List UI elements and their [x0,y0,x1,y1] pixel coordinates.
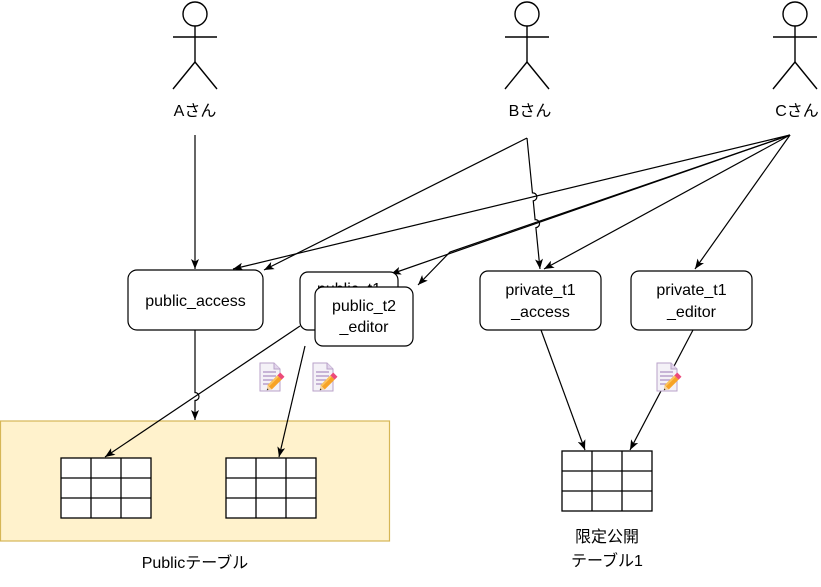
role-label-private-t1-editor-line1: private_t1 [656,282,726,299]
edit-document-icon [259,362,286,392]
actor-b-figure [504,1,550,90]
arrow-b-to-private-t1-access [526,137,543,270]
arrow-public-access-to-public-area [191,330,200,420]
role-box-public-access: public_access [127,269,264,331]
arrow-private-t1-access-to-private-table [540,329,586,451]
public-area-label: Publicテーブル [142,553,249,572]
actor-b-label: Bさん [509,102,552,120]
arrow-public-t2-editor-to-table-2 [277,345,306,458]
role-box-private-t1-access: private_t1 _access [479,270,602,331]
role-box-public-t2-editor: public_t2 _editor [314,286,414,347]
public-table-2 [225,457,317,519]
public-table-1 [60,457,152,519]
edit-document-icon [312,362,339,392]
private-table-1 [561,450,653,512]
role-label-private-t1-access-line2: _access [510,304,570,321]
actor-c-label: Cさん [775,102,819,120]
arrow-c-to-private-t1-editor [694,134,791,270]
arrow-c-to-public-t2-editor [417,134,791,286]
role-label-public-access: public_access [145,293,246,310]
arrow-b-to-public-access [263,137,528,271]
private-table-label-line2: テーブル1 [571,551,643,570]
arrow-c-to-public-access [232,134,791,271]
role-label-public-t2-editor-line1: public_t2 [332,298,396,315]
role-label-public-t2-editor-line2: _editor [339,319,390,336]
private-table-label-line1: 限定公開 [575,528,639,546]
edit-document-icon [656,362,683,392]
role-label-private-t1-editor-line2: _editor [666,304,717,321]
role-label-private-t1-access-line1: private_t1 [505,282,575,299]
public-tables-area [0,420,391,542]
actor-c-figure [772,1,818,90]
actor-a-figure [172,1,218,90]
arrow-public-t1-editor-to-table-1 [104,325,301,458]
arrow-c-to-private-t1-access [543,134,791,270]
actor-a-label: Aさん [174,102,217,120]
role-box-private-t1-editor: private_t1 _editor [630,270,753,331]
